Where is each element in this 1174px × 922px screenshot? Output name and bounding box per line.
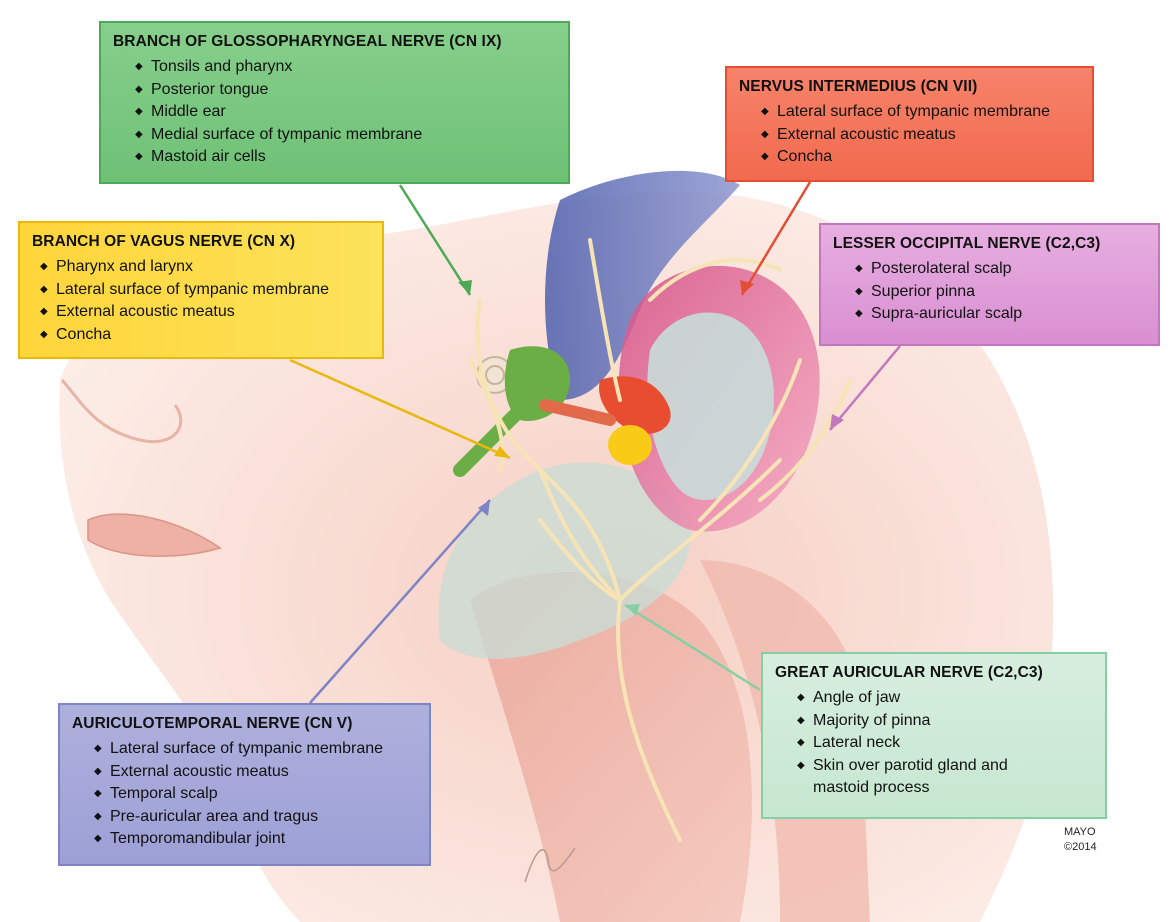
list-item: Posterolateral scalp <box>855 258 1146 281</box>
list-item: Lateral surface of tympanic membrane <box>40 279 370 302</box>
list-item: Lateral surface of tympanic membrane <box>761 101 1080 124</box>
list-item: Majority of pinna <box>797 710 1093 733</box>
list-item-continuation: mastoid process <box>813 779 930 796</box>
list-item: Angle of jaw <box>797 687 1093 710</box>
credit-line-2: ©2014 <box>1064 841 1097 853</box>
list-item: Tonsils and pharynx <box>135 56 556 79</box>
blue-vascular-region <box>545 170 740 400</box>
list-item: Lateral neck <box>797 732 1093 755</box>
great-auricular-nerve-box: GREAT AURICULAR NERVE (C2,C3) Angle of j… <box>761 652 1107 819</box>
vagus-list: Pharynx and larynx Lateral surface of ty… <box>32 256 370 346</box>
list-item: Middle ear <box>135 101 556 124</box>
cochlea-inner <box>485 365 505 385</box>
list-item: Lateral surface of tympanic membrane <box>94 738 417 761</box>
nervus-intermedius-box: NERVUS INTERMEDIUS (CN VII) Lateral surf… <box>725 66 1094 182</box>
list-item: Posterior tongue <box>135 79 556 102</box>
list-item: Temporal scalp <box>94 783 417 806</box>
list-item: Concha <box>40 324 370 347</box>
arrow-heads <box>458 280 844 616</box>
lesser-occipital-title: LESSER OCCIPITAL NERVE (C2,C3) <box>833 235 1101 252</box>
intermedius-title: NERVUS INTERMEDIUS (CN VII) <box>739 78 978 95</box>
lesser-occipital-nerve-box: LESSER OCCIPITAL NERVE (C2,C3) Posterola… <box>819 223 1160 346</box>
list-item: External acoustic meatus <box>94 761 417 784</box>
list-item: Pre-auricular area and tragus <box>94 806 417 829</box>
glossopharyngeal-title: BRANCH OF GLOSSOPHARYNGEAL NERVE (CN IX) <box>113 33 502 50</box>
list-item: External acoustic meatus <box>761 124 1080 147</box>
eustachian-tube <box>453 403 527 477</box>
list-item: Supra-auricular scalp <box>855 303 1146 326</box>
list-item: Temporomandibular joint <box>94 828 417 851</box>
neck-muscle <box>470 572 752 922</box>
nerve-branches <box>468 238 852 842</box>
glossopharyngeal-list: Tonsils and pharynx Posterior tongue Mid… <box>113 56 556 169</box>
glossopharyngeal-nerve-box: BRANCH OF GLOSSOPHARYNGEAL NERVE (CN IX)… <box>99 21 570 184</box>
concha-yellow <box>608 425 652 465</box>
intermedius-list: Lateral surface of tympanic membrane Ext… <box>739 101 1080 169</box>
lesser-occipital-list: Posterolateral scalp Superior pinna Supr… <box>833 258 1146 326</box>
list-item: Superior pinna <box>855 281 1146 304</box>
auriculotemporal-list: Lateral surface of tympanic membrane Ext… <box>72 738 417 851</box>
parotid-region <box>438 462 692 659</box>
great-auricular-title: GREAT AURICULAR NERVE (C2,C3) <box>775 664 1043 681</box>
list-item: Skin over parotid gland and <box>797 755 1093 778</box>
great-auricular-list: Angle of jaw Majority of pinna Lateral n… <box>775 687 1093 800</box>
credit-line-1: MAYO <box>1064 826 1096 838</box>
list-item: Concha <box>761 146 1080 169</box>
mayo-credit: MAYO ©2014 <box>1064 825 1097 855</box>
list-item: External acoustic meatus <box>40 301 370 324</box>
list-item: Mastoid air cells <box>135 146 556 169</box>
nose-shape <box>60 378 183 444</box>
auriculotemporal-nerve-box: AURICULOTEMPORAL NERVE (CN V) Lateral su… <box>58 703 431 866</box>
acoustic-canal <box>539 399 616 426</box>
pinna-inner <box>647 312 774 500</box>
auriculotemporal-title: AURICULOTEMPORAL NERVE (CN V) <box>72 715 353 732</box>
leader-lines <box>289 181 901 704</box>
vagus-title: BRANCH OF VAGUS NERVE (CN X) <box>32 233 296 250</box>
lips-shape <box>87 513 222 557</box>
list-item: Medial surface of tympanic membrane <box>135 124 556 147</box>
vagus-nerve-box: BRANCH OF VAGUS NERVE (CN X) Pharynx and… <box>18 221 384 359</box>
artist-signature <box>524 847 576 883</box>
list-item: Pharynx and larynx <box>40 256 370 279</box>
